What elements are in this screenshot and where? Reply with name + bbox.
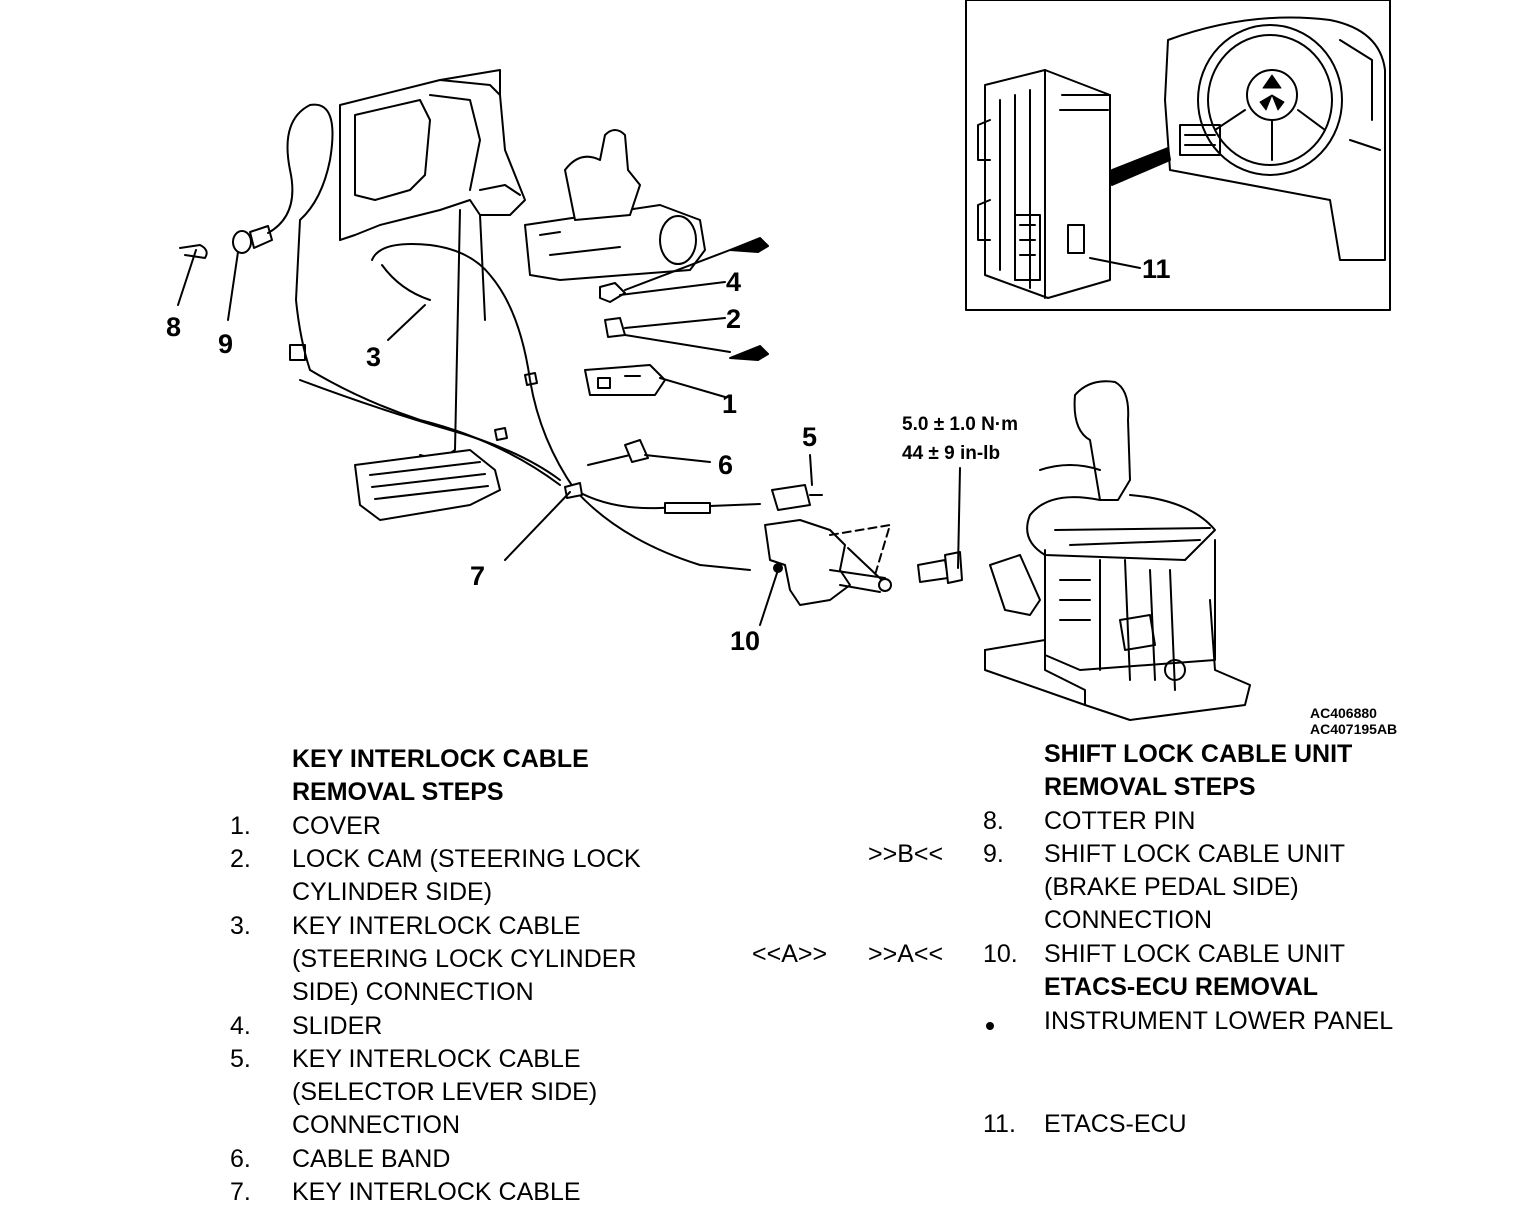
callout-4: 4 (726, 267, 741, 297)
shift-lock-procedure: SHIFT LOCK CABLE UNIT REMOVAL STEPS 8. C… (0, 738, 1536, 1158)
callout-labels: 1 2 3 4 5 6 7 8 9 10 11 (166, 254, 1171, 656)
step-label-cont: SIDE) CONNECTION (292, 978, 534, 1006)
torque-spec: 5.0 ± 1.0 N·m 44 ± 9 in-lb (902, 414, 1018, 464)
ecu-removal-title: ETACS-ECU REMOVAL (1044, 973, 1319, 1001)
torque-metric: 5.0 ± 1.0 N·m (902, 414, 1018, 435)
step-number: 8. (983, 807, 1004, 835)
step-label: LOCK CAM (STEERING LOCK (292, 845, 641, 873)
step-label-cont: CONNECTION (292, 1111, 461, 1139)
step-label: KEY INTERLOCK CABLE (292, 912, 581, 940)
step-label: SHIFT LOCK CABLE UNIT (1044, 940, 1345, 968)
ref-step10-removal: <<A>> (752, 940, 828, 968)
key-interlock-cable (371, 243, 761, 571)
callout-7: 7 (470, 561, 485, 591)
shift-lever-assembly (984, 380, 1251, 721)
step-number: 11. (983, 1110, 1016, 1138)
procedure-subtitle: REMOVAL STEPS (1044, 773, 1256, 801)
illustration-code-2: AC407195AB (1310, 721, 1397, 735)
bullet-icon (986, 1022, 994, 1030)
step-label-cont: (BRAKE PEDAL SIDE) (1044, 873, 1299, 901)
step-label: SLIDER (292, 1012, 383, 1040)
callout-5: 5 (802, 422, 817, 452)
step-number: 2. (230, 845, 251, 873)
pedal-bracket (339, 69, 526, 521)
callout-8: 8 (166, 312, 181, 342)
step-number: 1. (230, 812, 251, 840)
procedure-title: KEY INTERLOCK CABLE (292, 745, 589, 773)
step-label: COTTER PIN (1044, 807, 1196, 835)
shift-lock-cable (177, 103, 561, 486)
step-label-cont: (STEERING LOCK CYLINDER (292, 945, 637, 973)
callout-10: 10 (730, 626, 760, 656)
step-number: 5. (230, 1045, 251, 1073)
step-number: 6. (230, 1145, 251, 1173)
step-label: CABLE BAND (292, 1145, 451, 1173)
cable-band (587, 439, 711, 466)
torque-imperial: 44 ± 9 in-lb (902, 443, 1000, 464)
procedure-title: SHIFT LOCK CABLE UNIT (1044, 740, 1353, 768)
step-number: 4. (230, 1012, 251, 1040)
ref-step9-install: >>B<< (868, 840, 944, 868)
step-label: KEY INTERLOCK CABLE (292, 1178, 581, 1206)
etacs-ecu-inset (965, 0, 1391, 311)
step-number: 3. (230, 912, 251, 940)
callout-1: 1 (722, 389, 737, 419)
step-label: ETACS-ECU (1044, 1110, 1187, 1138)
ref-step10-install: >>A<< (868, 940, 944, 968)
steering-lock-cylinder (524, 129, 706, 281)
illustration-code-1: AC406880 (1310, 705, 1377, 721)
step-number: 9. (983, 840, 1004, 868)
callout-3: 3 (366, 342, 381, 372)
step-label: KEY INTERLOCK CABLE (292, 1045, 581, 1073)
key-interlock-procedure: KEY INTERLOCK CABLE REMOVAL STEPS 1. COV… (0, 743, 760, 1223)
callout-9: 9 (218, 329, 233, 359)
exploded-view-diagram: 1 2 3 4 5 6 7 8 9 10 11 5.0 ± 1.0 N·m 44… (166, 0, 1397, 735)
step-number: 10. (983, 940, 1018, 968)
callout-11: 11 (1142, 254, 1171, 284)
step-label: SHIFT LOCK CABLE UNIT (1044, 840, 1345, 868)
step-number: 7. (230, 1178, 251, 1206)
step-label: INSTRUMENT LOWER PANEL (1044, 1007, 1394, 1035)
procedure-subtitle: REMOVAL STEPS (292, 778, 504, 806)
small-parts (584, 237, 769, 398)
callout-6: 6 (718, 450, 733, 480)
selector-lever-connection (759, 454, 963, 626)
callout-2: 2 (726, 304, 741, 334)
step-label: COVER (292, 812, 381, 840)
step-label-cont: CYLINDER SIDE) (292, 878, 493, 906)
step-label-cont: CONNECTION (1044, 906, 1213, 934)
step-label-cont: (SELECTOR LEVER SIDE) (292, 1078, 598, 1106)
illustration-codes: AC406880 AC407195AB (1310, 705, 1397, 735)
